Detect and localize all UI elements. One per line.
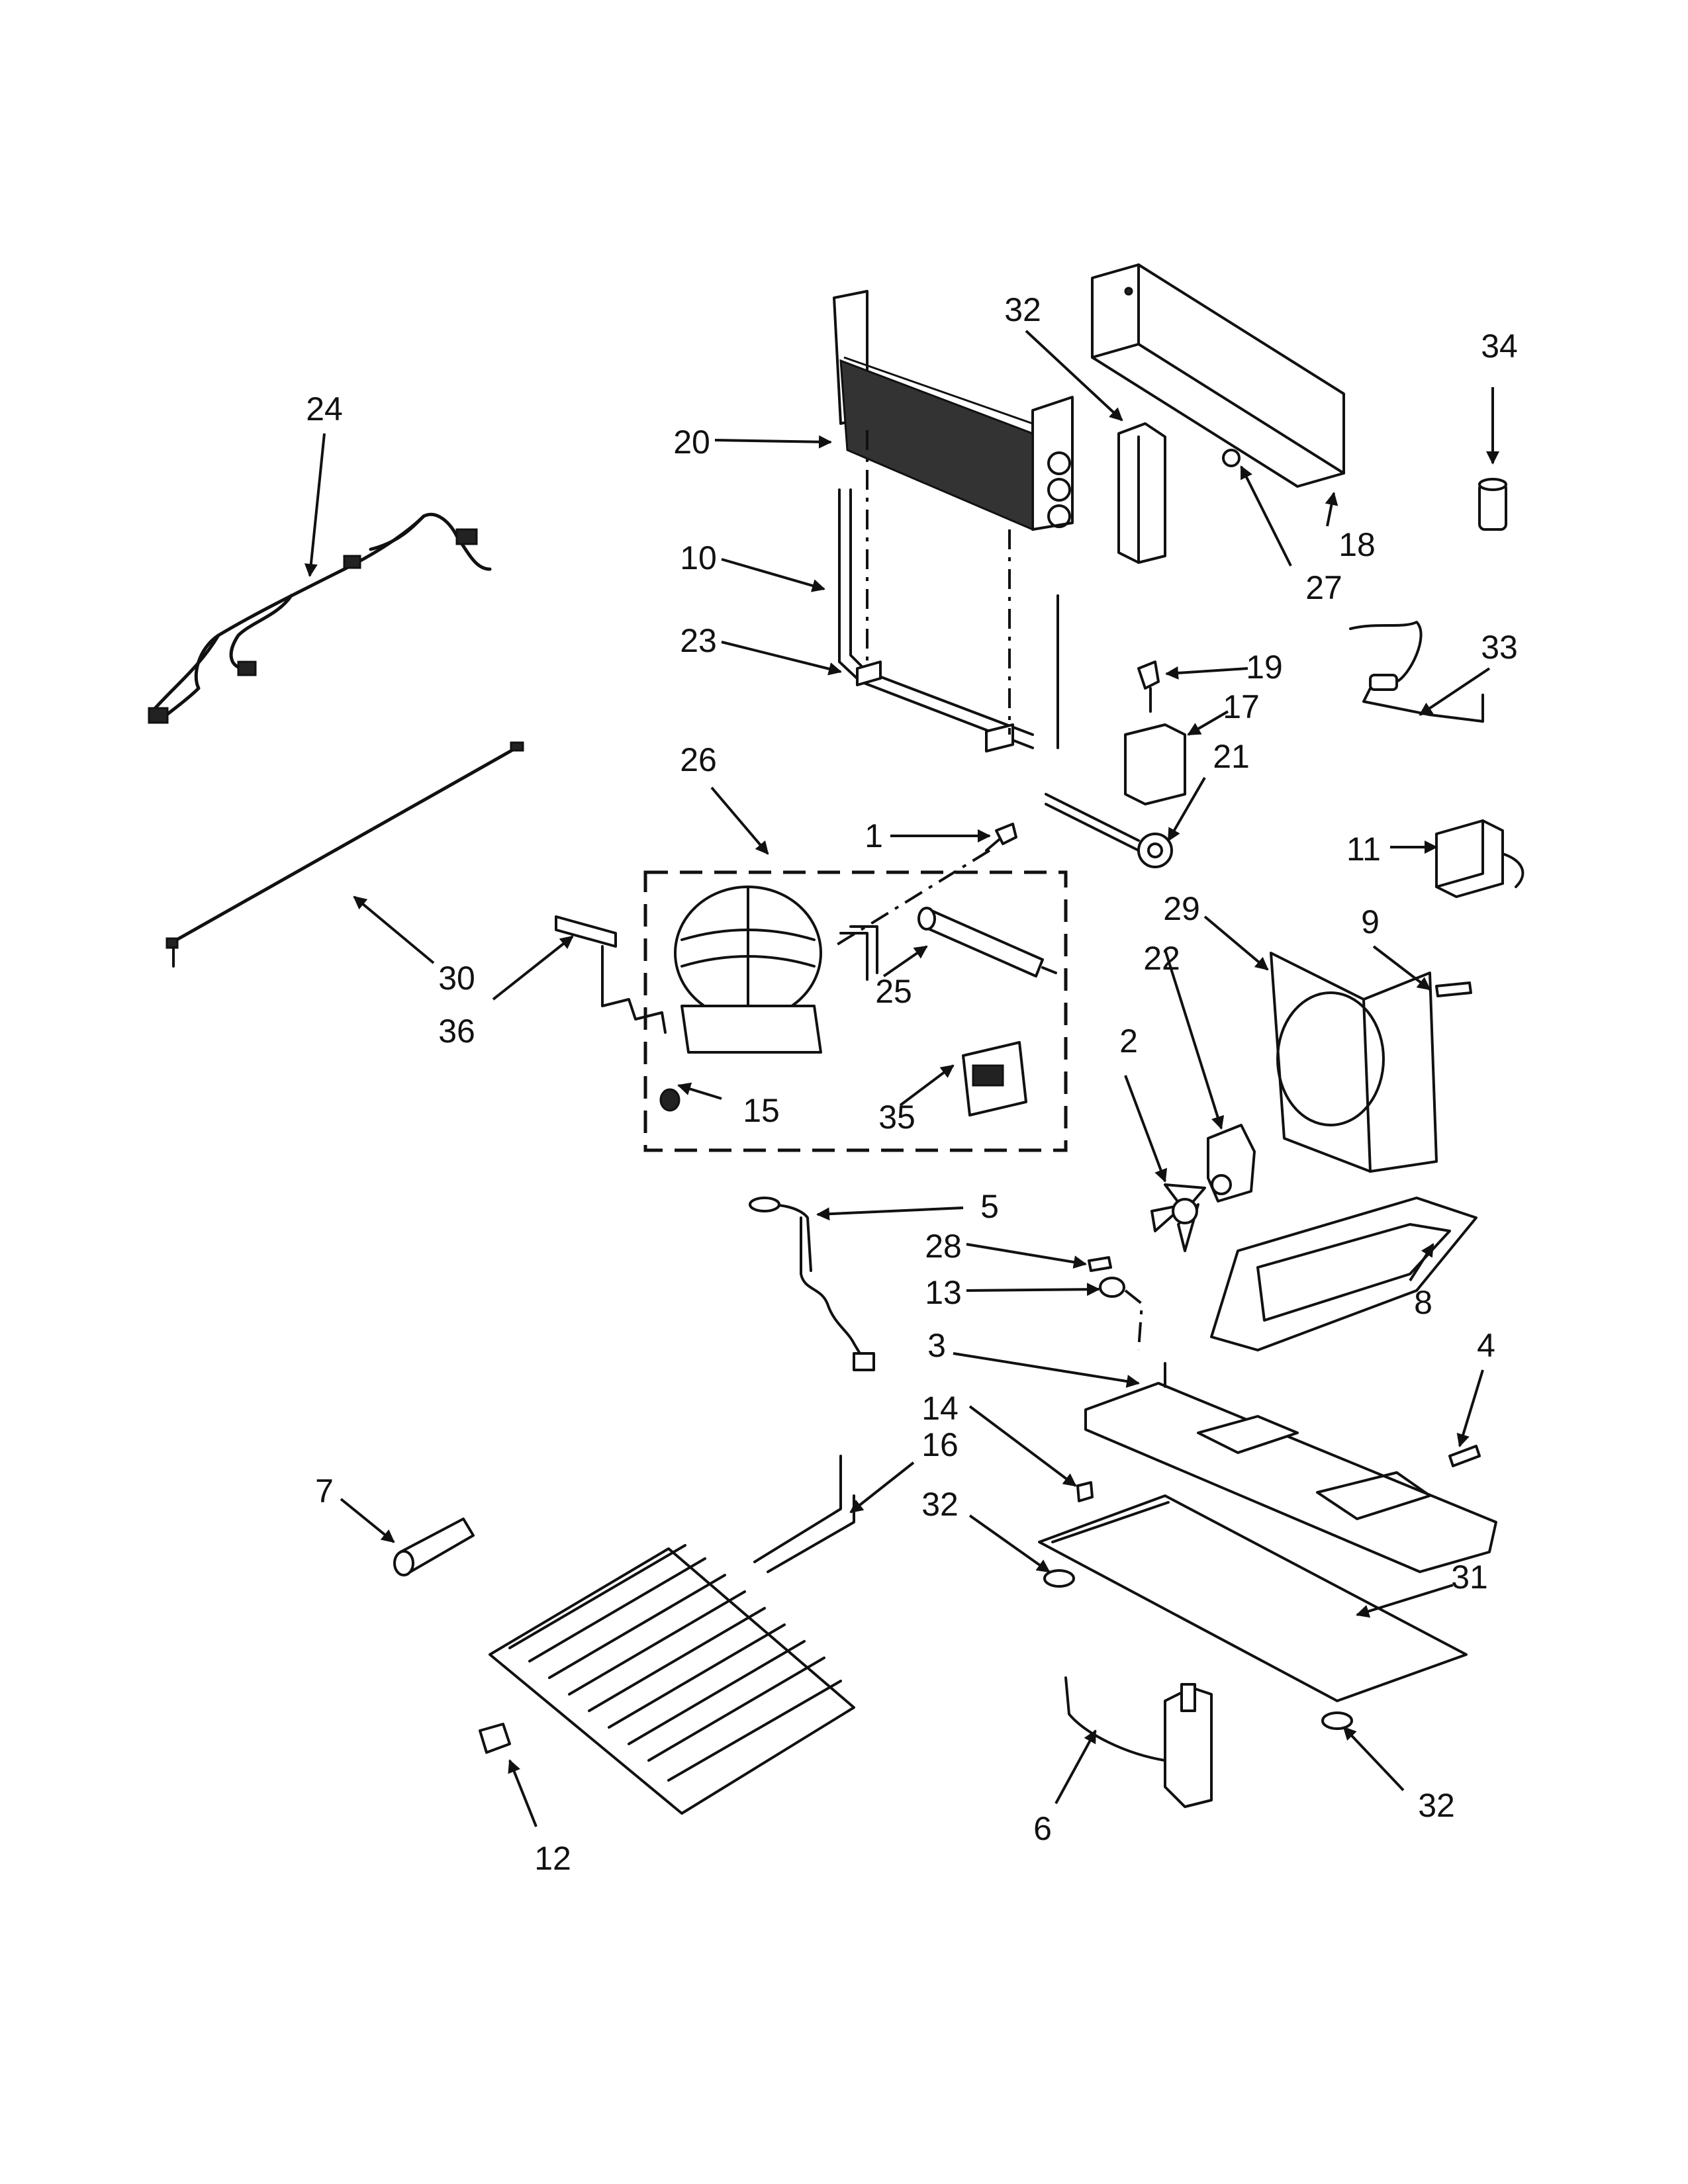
screw-part-27 <box>1222 449 1241 467</box>
wire-part-37 <box>555 915 667 1034</box>
callout-3: 3 <box>927 1327 946 1364</box>
callout-labels: 24 30 20 10 23 26 1 25 35 15 36 32 18 27… <box>306 291 1518 1877</box>
callout-14: 14 <box>921 1390 959 1427</box>
callout-9: 9 <box>1361 903 1380 940</box>
callout-20: 20 <box>673 424 710 461</box>
callout-37: 36 <box>438 1013 475 1050</box>
drain-tube-part <box>749 1197 875 1371</box>
relay-cover-part <box>962 1041 1027 1116</box>
power-cord-part <box>165 741 524 968</box>
callout-11: 11 <box>1346 831 1381 868</box>
callout-22: 22 <box>1143 940 1180 977</box>
screw-part-9 <box>1435 981 1472 997</box>
drier-tube-part <box>1349 621 1484 723</box>
callout-28: 28 <box>925 1228 962 1265</box>
callout-27: 27 <box>1305 569 1342 606</box>
relay-part-11 <box>1435 819 1524 898</box>
condenser-part <box>833 290 1074 531</box>
condenser-tubes-part <box>838 430 1059 752</box>
evaporator-coil-part <box>489 1455 855 1815</box>
callout-35: 34 <box>1481 328 1518 365</box>
callout-15: 15 <box>743 1092 780 1129</box>
callout-26: 26 <box>680 741 717 778</box>
callout-32-left: 32 <box>921 1486 959 1523</box>
callout-1: 1 <box>865 817 883 854</box>
callout-7: 7 <box>315 1473 334 1510</box>
callout-25: 25 <box>875 973 912 1010</box>
compressor-part <box>674 886 878 1054</box>
cover-box-part <box>1091 263 1345 488</box>
grommet-part-15 <box>659 1088 680 1112</box>
wiring-harness-part <box>148 512 492 724</box>
bolt-part-1 <box>833 823 1017 948</box>
insulation-sheet-part <box>1038 1494 1468 1702</box>
callout-8: 8 <box>1414 1284 1432 1321</box>
callout-4: 4 <box>1477 1327 1495 1364</box>
callout-31: 31 <box>1451 1559 1488 1596</box>
filter-drier-part <box>917 907 1057 978</box>
callout-19: 19 <box>1246 649 1283 686</box>
duct-bracket-part <box>1117 422 1166 564</box>
callout-24: 24 <box>306 390 343 428</box>
foot-part-32b <box>1321 1711 1353 1730</box>
heater-bracket-part <box>1064 1676 1213 1808</box>
screw-grommet-parts <box>1088 1256 1144 1351</box>
callout-6: 6 <box>1033 1810 1052 1847</box>
defrost-parts <box>1045 660 1186 868</box>
fan-motor-part <box>1207 1124 1256 1203</box>
callout-29: 29 <box>1163 890 1200 927</box>
callout-30: 30 <box>438 960 475 997</box>
compressor-assembly-box <box>643 870 1068 1152</box>
foot-part-32a <box>1043 1569 1075 1588</box>
cylinder-part-7 <box>393 1518 475 1576</box>
callout-18: 18 <box>1338 526 1376 563</box>
fan-blade-part <box>1150 1183 1206 1252</box>
callout-13: 13 <box>925 1274 962 1311</box>
drain-pan-part <box>1210 1197 1477 1351</box>
callout-33: 32 <box>1004 291 1041 328</box>
base-plate-part <box>1084 1362 1497 1573</box>
callout-23: 23 <box>680 622 717 659</box>
callout-5: 5 <box>980 1188 999 1225</box>
clip-part-12 <box>479 1723 511 1754</box>
callout-17: 17 <box>1223 688 1260 725</box>
fan-shroud-part <box>1270 952 1438 1173</box>
leader-lines <box>304 330 1499 1827</box>
callout-34: 33 <box>1481 629 1518 666</box>
callout-12: 12 <box>534 1840 571 1877</box>
callout-16: 16 <box>921 1426 959 1463</box>
callout-32-right: 32 <box>1418 1787 1455 1824</box>
callout-2: 2 <box>1119 1023 1138 1060</box>
callout-21: 21 <box>1213 738 1250 775</box>
callout-36: 35 <box>878 1099 915 1136</box>
screw-part-14 <box>1076 1481 1094 1502</box>
callout-10: 10 <box>680 539 717 576</box>
cylinder-part-35 <box>1478 478 1507 531</box>
